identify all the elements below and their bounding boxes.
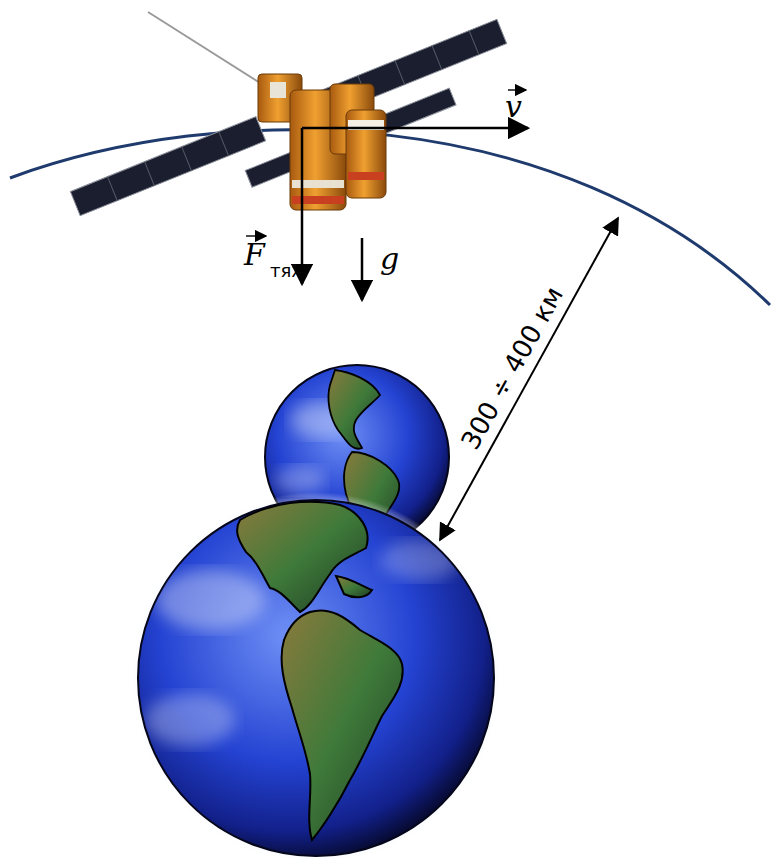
vector-mark [246, 235, 266, 236]
satellite [70, 12, 520, 251]
force-label: F [244, 240, 265, 270]
velocity-arrow [302, 127, 528, 130]
acceleration-label: g [380, 244, 399, 274]
altitude-label: 300 ÷ 400 км [457, 282, 568, 453]
acceleration-arrow [361, 238, 364, 300]
velocity-label: v [505, 92, 522, 122]
earth-large [130, 492, 502, 859]
vector-mark [508, 89, 526, 90]
force-subscript: тяж [270, 262, 308, 280]
altitude-dimension [440, 218, 618, 540]
gravity-force-arrow [301, 128, 304, 284]
